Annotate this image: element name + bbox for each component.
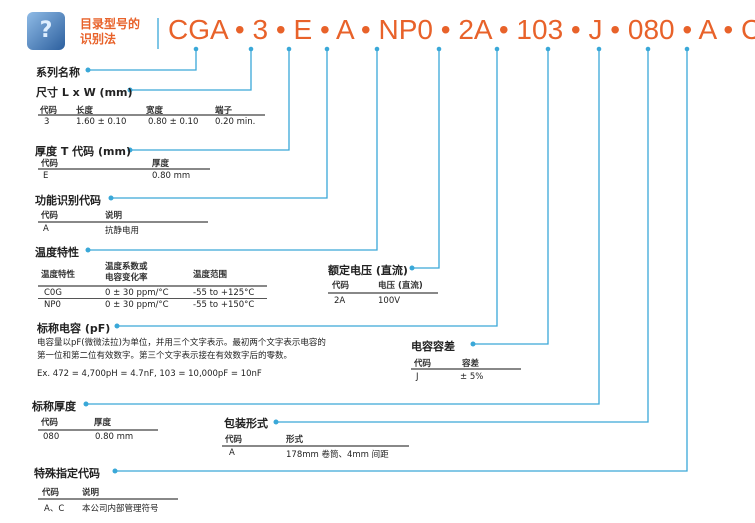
divider xyxy=(38,429,158,431)
series-title: 系列名称 xyxy=(36,66,80,79)
nominal-thickness-title: 标称厚度 xyxy=(32,400,76,413)
divider xyxy=(38,498,178,500)
temp-cell: 0 ± 30 ppm/°C xyxy=(105,300,169,310)
capacitance-title: 标称电容 (pF) xyxy=(37,322,111,335)
thickness-title: 厚度 T 代码 (mm) xyxy=(35,145,131,158)
thickness-header: 代码 xyxy=(41,159,59,169)
size-header-code: 代码 xyxy=(40,106,58,116)
size-header-length: 长度 xyxy=(76,106,94,116)
divider xyxy=(38,168,210,170)
divider xyxy=(38,298,267,299)
special-cell: A、C xyxy=(44,504,65,514)
temp-cell: 0 ± 30 ppm/°C xyxy=(105,288,169,298)
size-cell: 0.80 ± 0.10 xyxy=(148,117,199,127)
divider xyxy=(38,285,267,287)
nominal-thickness-header: 代码 xyxy=(41,418,59,428)
temp-title: 温度特性 xyxy=(35,246,79,259)
capacitance-description: 电容量以pF(微微法拉)为单位，并用三个文字表示。最初两个文字表示电容的第一位和… xyxy=(37,338,326,361)
thickness-header: 厚度 xyxy=(152,159,170,169)
special-title: 特殊指定代码 xyxy=(34,467,100,480)
packaging-header: 代码 xyxy=(225,435,243,445)
nominal-thickness-header: 厚度 xyxy=(94,418,112,428)
packaging-cell: 178mm 卷筒、4mm 间距 xyxy=(286,450,389,460)
divider xyxy=(38,114,265,116)
function-cell: A xyxy=(43,224,49,234)
special-header: 代码 xyxy=(42,488,60,498)
size-title: 尺寸 L x W (mm) xyxy=(36,86,133,99)
function-header: 代码 xyxy=(41,211,59,221)
voltage-cell: 100V xyxy=(378,296,401,306)
special-cell: 本公司内部管理符号 xyxy=(82,504,159,514)
voltage-title: 额定电压 (直流) xyxy=(328,264,408,277)
capacitance-example: Ex. 472 = 4,700pH = 4.7nF, 103 = 10,000p… xyxy=(37,369,262,379)
tolerance-header: 代码 xyxy=(414,359,432,369)
temp-cell: -55 to +125°C xyxy=(193,288,255,298)
header-title: 目录型号的识别法 xyxy=(80,17,141,46)
divider xyxy=(411,368,521,370)
temp-cell: -55 to +150°C xyxy=(193,300,255,310)
part-number-code: CGA • 3 • E • A • NP0 • 2A • 103 • J • 0… xyxy=(168,14,755,45)
packaging-cell: A xyxy=(229,448,235,458)
temp-header: 温度特性 xyxy=(41,270,76,280)
temp-cell: C0G xyxy=(44,288,62,298)
packaging-title: 包装形式 xyxy=(224,417,268,430)
divider xyxy=(222,445,409,447)
size-header-width: 宽度 xyxy=(146,106,164,116)
temp-cell: NP0 xyxy=(44,300,61,310)
thickness-cell: 0.80 mm xyxy=(152,171,191,181)
voltage-header: 电压 (直流) xyxy=(378,281,423,291)
divider xyxy=(328,292,438,294)
size-cell: 3 xyxy=(44,117,50,127)
function-header: 说明 xyxy=(105,211,123,221)
packaging-header: 形式 xyxy=(286,435,304,445)
nominal-thickness-cell: 080 xyxy=(43,432,60,442)
nominal-thickness-cell: 0.80 mm xyxy=(95,432,134,442)
tolerance-title: 电容容差 xyxy=(411,340,455,353)
divider xyxy=(38,221,208,223)
thickness-cell: E xyxy=(43,171,49,181)
temp-header: 温度系数或电容变化率 xyxy=(105,262,148,283)
function-cell: 抗静电用 xyxy=(105,226,140,236)
voltage-cell: 2A xyxy=(334,296,346,306)
voltage-header: 代码 xyxy=(332,281,350,291)
tolerance-cell: ± 5% xyxy=(460,372,484,382)
size-header-terminal: 端子 xyxy=(215,106,233,116)
size-cell: 1.60 ± 0.10 xyxy=(76,117,127,127)
function-title: 功能识别代码 xyxy=(35,194,101,207)
tolerance-cell: J xyxy=(416,372,419,382)
question-cube-icon: ? xyxy=(27,12,65,50)
tolerance-header: 容差 xyxy=(462,359,480,369)
temp-header: 温度范围 xyxy=(193,270,228,280)
special-header: 说明 xyxy=(82,488,100,498)
size-cell: 0.20 min. xyxy=(215,117,256,127)
